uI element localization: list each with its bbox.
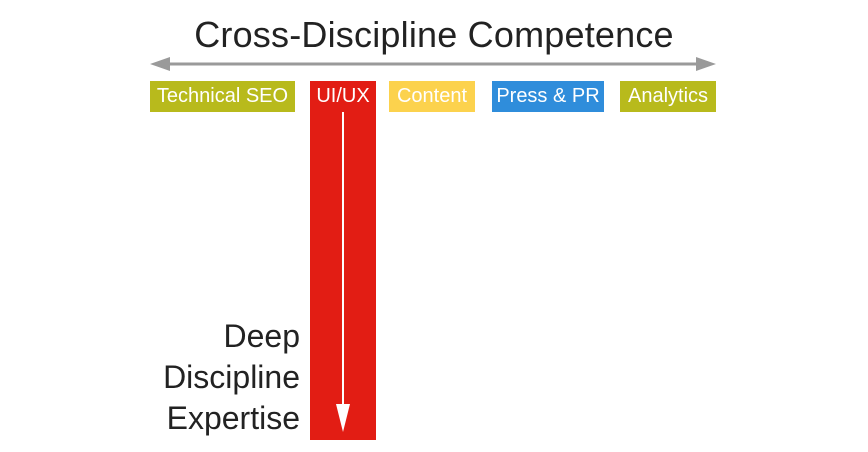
expertise-line-deep: Deep [223, 318, 301, 354]
discipline-tag-content: Content [389, 81, 475, 112]
vertical-down-arrow [336, 112, 350, 432]
horizontal-double-arrow [150, 57, 716, 71]
expertise-line-discipline: Discipline [163, 359, 300, 395]
diagram-title: Cross-Discipline Competence [194, 14, 674, 55]
discipline-tag-technical-seo: Technical SEO [150, 81, 295, 112]
discipline-tag-ui-ux: UI/UX [310, 81, 376, 112]
expertise-line-expertise: Expertise [166, 400, 300, 436]
discipline-tag-press-pr: Press & PR [492, 81, 604, 112]
deep-expertise-label: Deep Discipline Expertise [100, 316, 300, 439]
discipline-tag-analytics: Analytics [620, 81, 716, 112]
